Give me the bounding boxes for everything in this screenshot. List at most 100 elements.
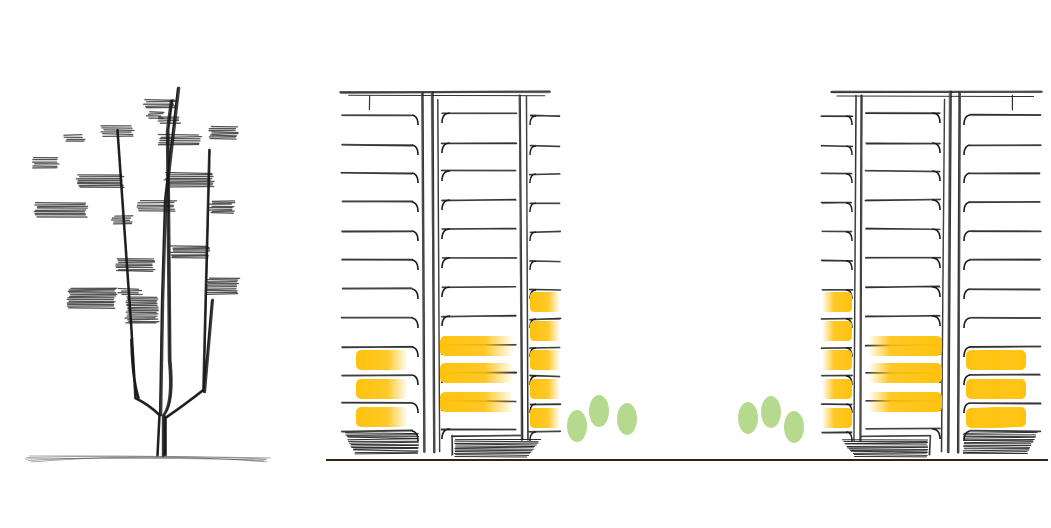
floor-slab — [864, 285, 941, 288]
lit-window — [966, 350, 1018, 370]
roof-line — [339, 90, 551, 94]
tree-branch — [130, 338, 139, 398]
building-base — [345, 432, 542, 458]
slab-edge — [411, 201, 419, 213]
tree-branch — [203, 299, 213, 393]
floor-slab — [865, 141, 941, 144]
leaf-stroke — [160, 135, 202, 138]
slab-edge — [411, 144, 419, 156]
tree-branch — [131, 339, 140, 399]
shrubs — [567, 395, 804, 443]
floor-slab — [969, 316, 1040, 319]
base-hatch — [963, 441, 1034, 444]
base-hatch — [963, 431, 1038, 434]
base-edge — [861, 435, 931, 438]
leaf-stroke — [68, 288, 116, 291]
leaf-stroke — [103, 129, 135, 132]
base-hatch — [350, 444, 419, 447]
slab-edge — [441, 315, 451, 327]
tree-leaf-cluster — [75, 174, 125, 188]
slab-edge — [845, 145, 853, 156]
slab-edge — [529, 173, 537, 184]
leaf-stroke — [120, 289, 143, 292]
slab-edge — [411, 230, 419, 242]
tree-branch — [159, 86, 181, 417]
lit-window — [822, 350, 852, 370]
lit-window — [966, 379, 1018, 399]
floor-slab — [441, 228, 517, 230]
slab-edge — [529, 231, 537, 242]
tree-leaf-cluster — [169, 245, 211, 259]
base-hatch — [353, 449, 419, 452]
slab-edge — [963, 172, 971, 184]
leaf-stroke — [169, 245, 208, 248]
slab-edge — [963, 144, 971, 156]
leaf-stroke — [209, 134, 238, 137]
column — [853, 95, 858, 441]
leaf-stroke — [137, 208, 176, 210]
shrub — [784, 411, 804, 443]
lit-window — [356, 407, 408, 427]
slab-edge — [845, 173, 853, 184]
leaf-stroke — [144, 105, 177, 108]
tree-branch — [165, 149, 211, 456]
lit-window — [530, 321, 560, 341]
leaf-stroke — [149, 111, 165, 114]
base-hatch — [455, 454, 530, 456]
base-hatch — [454, 440, 539, 443]
base-hatch — [853, 454, 928, 456]
lit-window — [356, 350, 408, 370]
slab-edge — [931, 257, 941, 269]
tree-leaf-cluster — [142, 98, 178, 109]
floor-slab — [969, 259, 1041, 262]
column — [859, 94, 863, 442]
base-hatch — [963, 446, 1031, 448]
core-wall — [437, 99, 441, 453]
base-hatch — [353, 447, 419, 450]
tree-branch — [161, 99, 173, 457]
shrub — [738, 402, 758, 434]
tree-leaf-cluster — [63, 133, 86, 142]
slab-edge — [931, 170, 941, 182]
slab-edge — [931, 199, 941, 211]
leaf-stroke — [167, 180, 215, 183]
tree-branch — [117, 128, 161, 456]
slab-edge — [441, 170, 451, 182]
base-hatch — [962, 449, 1030, 452]
slab-edge — [529, 260, 537, 271]
tree-leaf-cluster — [157, 133, 202, 146]
leaf-stroke — [102, 132, 134, 136]
slab-edge — [931, 286, 941, 298]
slab-edge — [411, 317, 419, 329]
leaf-stroke — [211, 200, 236, 203]
core-wall — [946, 90, 951, 453]
building-left — [339, 90, 562, 458]
slab-edge — [963, 374, 971, 386]
leaf-stroke — [206, 289, 238, 292]
leaf-stroke — [63, 133, 83, 136]
leaf-stroke — [157, 133, 199, 136]
leaf-stroke — [211, 131, 239, 134]
floor-slab — [341, 346, 412, 349]
leaf-stroke — [116, 269, 154, 272]
lit-window — [822, 321, 852, 341]
base-hatch — [962, 451, 1028, 454]
lit-window — [530, 350, 560, 370]
floor-slab — [441, 141, 517, 144]
base-hatch — [963, 439, 1034, 442]
slab-edge — [441, 112, 451, 124]
core-wall — [957, 90, 961, 453]
tree-branch — [203, 298, 215, 394]
tree-leaf-cluster — [205, 277, 241, 295]
leaf-stroke — [117, 287, 140, 290]
tree-branch — [164, 148, 211, 456]
slab-edge — [963, 346, 971, 358]
lit-window — [822, 292, 852, 312]
tree-leaf-cluster — [208, 200, 236, 214]
slab-edge — [963, 317, 971, 329]
floor-slab — [865, 315, 941, 317]
slab-edge — [441, 142, 451, 154]
floor-slab — [865, 170, 940, 172]
tree-leaf-cluster — [33, 202, 89, 218]
leaf-stroke — [127, 318, 159, 321]
